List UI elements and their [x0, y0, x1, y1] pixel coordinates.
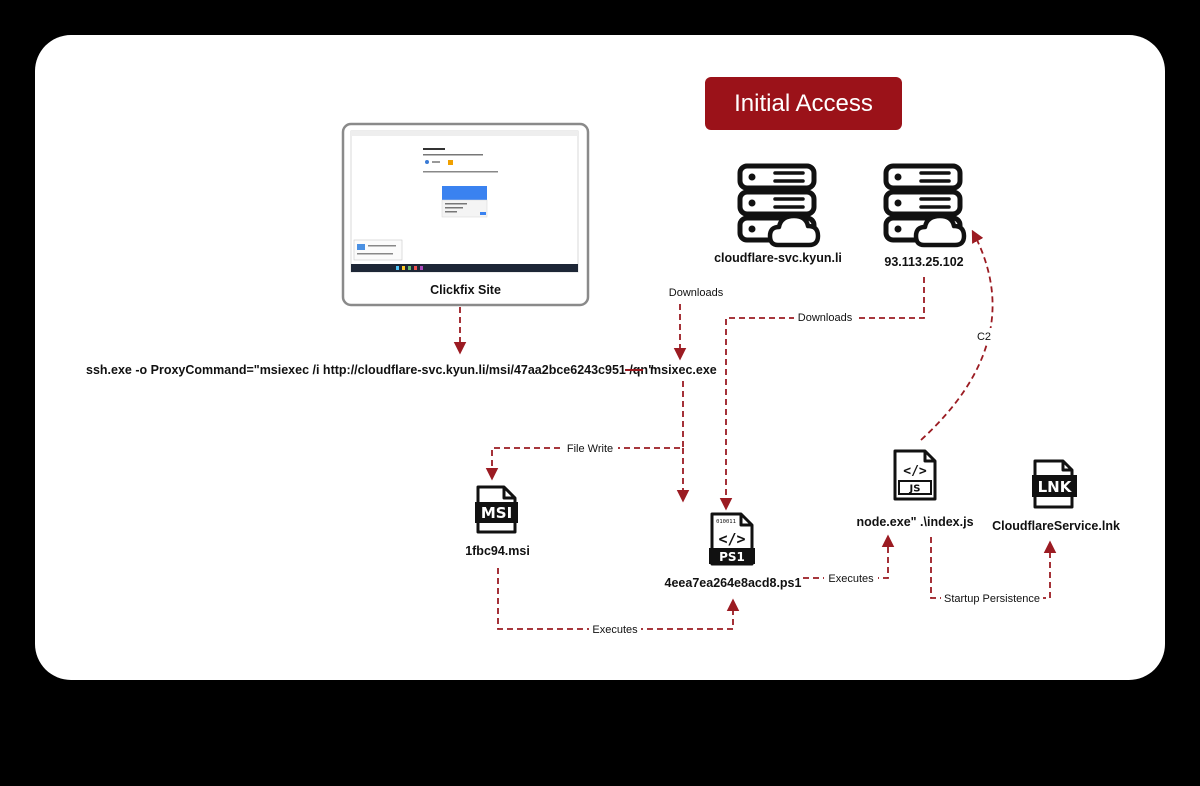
server-cloudflare-icon [740, 166, 818, 245]
msiexec-label: msixec.exe [650, 363, 717, 377]
ssh-command-text: ssh.exe -o ProxyCommand="msiexec /i http… [86, 363, 654, 377]
clickfix-screenshot-thumbnail [350, 130, 579, 273]
lnk-icon-text: LNK [1038, 478, 1073, 496]
ps1-file-icon: 010011 </> PS1 [709, 512, 755, 566]
edge-label-file-write: File Write [567, 443, 613, 455]
node-exe-label: node.exe" .\index.js [856, 515, 973, 529]
lnk-file-label: CloudflareService.lnk [992, 519, 1120, 533]
arrow-startup-persistence [930, 537, 1057, 599]
edge-label-downloads-1: Downloads [669, 287, 724, 299]
initial-access-badge: Initial Access [705, 77, 902, 130]
js-file-icon: </> JS [893, 449, 937, 501]
clickfix-site-card: Clickfix Site [341, 122, 590, 307]
diagram-card [35, 35, 1165, 680]
js-code-glyph: </> [903, 464, 927, 479]
edge-label-startup-persistence: Startup Persistence [944, 593, 1040, 605]
edge-label-executes-msi: Executes [592, 624, 638, 636]
edge-label-c2: C2 [977, 331, 991, 343]
server-c2-icon [886, 166, 964, 245]
edge-label-downloads-2: Downloads [798, 312, 853, 324]
msi-icon-text: MSI [481, 504, 512, 522]
msi-file-icon: MSI [475, 485, 518, 534]
ps1-file-label: 4eea7ea264e8acd8.ps1 [665, 576, 802, 590]
arrow-file-write-msi [485, 381, 684, 481]
clickfix-site-label: Clickfix Site [430, 283, 501, 297]
edge-labels: Downloads Downloads C2 File Write Execut… [562, 284, 1043, 637]
ps1-binary-text: 010011 [716, 519, 736, 525]
server-cloudflare-label: cloudflare-svc.kyun.li [714, 251, 842, 265]
arrow-executes-node [803, 534, 895, 579]
lnk-file-icon: LNK [1032, 459, 1077, 509]
server-c2-label: 93.113.25.102 [884, 255, 963, 269]
js-icon-text: JS [909, 484, 921, 495]
msi-file-label: 1fbc94.msi [465, 544, 530, 558]
ps1-icon-text: PS1 [719, 550, 745, 564]
edge-label-executes-node: Executes [828, 573, 874, 585]
page-title: Initial Access [734, 90, 873, 117]
arrow-executes-ps1 [497, 568, 740, 630]
ps1-code-glyph: </> [718, 530, 745, 548]
